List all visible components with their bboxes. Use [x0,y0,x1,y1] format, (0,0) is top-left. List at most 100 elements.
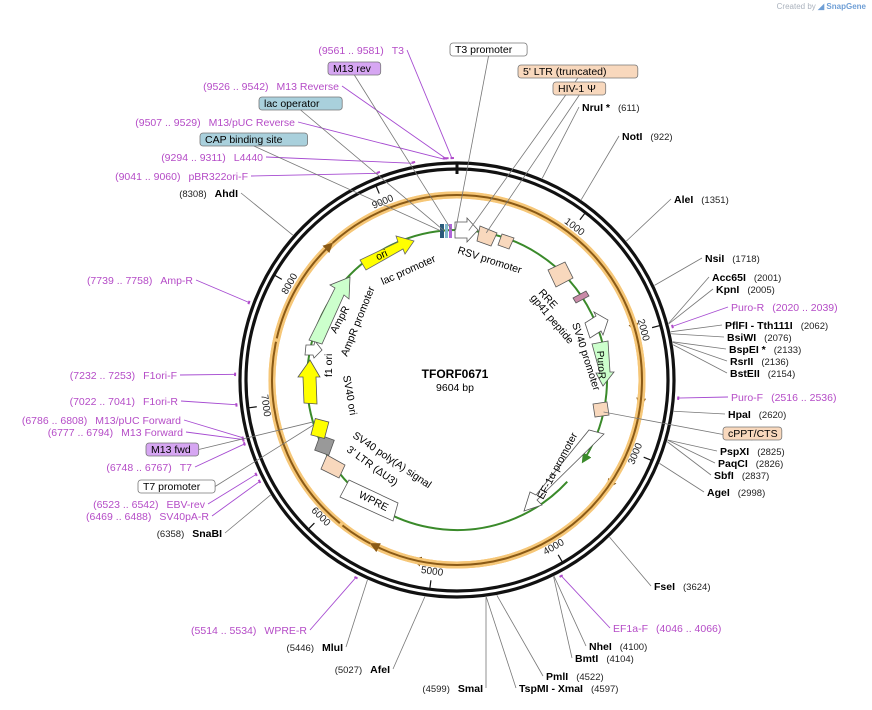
primer-label-m13-forward: (6777 .. 6794)M13 Forward [48,427,183,439]
primer-label-puro-r: Puro-R(2020 .. 2039) [731,302,838,314]
feature-box-label: CAP binding site [205,134,283,146]
feature-box-label: M13 fwd [151,444,191,456]
primer-name: Amp-R [160,275,193,287]
enzyme-leader [669,277,709,323]
primer-range: (9507 .. 9529) [135,117,200,129]
enzyme-position: (5446) [287,643,314,654]
enzyme-position: (2620) [759,410,786,421]
enzyme-name: NheI [589,641,612,653]
enzyme-name: AhdI [215,188,238,200]
enzyme-position: (2154) [768,369,795,380]
enzyme-leader [671,334,724,337]
enzyme-name: AgeI [707,487,730,499]
puror-label: PuroR [594,350,607,379]
enzyme-label-nrui: NruI *(611) [582,102,640,114]
primer-leader [677,397,728,398]
enzyme-leader [610,537,651,586]
primer-range: (5514 .. 5534) [191,625,256,637]
primer-range: (6469 .. 6488) [86,511,151,523]
primer-label-wpre-r: (5514 .. 5534) WPRE-R [191,625,307,637]
primer-name: M13/pUC Forward [95,415,181,427]
enzyme-label-bspei: BspEI *(2133) [729,344,801,356]
enzyme-position: (4597) [591,684,618,695]
enzyme-position: (2825) [757,447,784,458]
enzyme-name: BsiWI [727,332,756,344]
primer-label-t7: (6748 .. 6767)T7 [106,462,192,474]
primer-range: (6748 .. 6767) [106,462,171,474]
enzyme-name: MluI [322,642,343,654]
enzyme-position: (2001) [754,273,781,284]
primer-label-l4440: (9294 .. 9311)L4440 [161,152,263,164]
enzyme-position: (2136) [761,357,788,368]
enzyme-label-rsrii: RsrII(2136) [730,356,789,368]
enzyme-label-bmti: BmtI(4104) [575,653,634,665]
feature-box-label: M13 rev [333,63,372,75]
primer-range: (6523 .. 6542) [93,499,158,511]
enzyme-label-afei: (5027)AfeI [335,664,390,676]
tick-mark [308,523,314,529]
enzyme-position: (2826) [756,459,783,470]
primer-label-m13-puc-reverse: (9507 .. 9529) M13/pUC Reverse [135,117,295,129]
primer-mark [377,172,380,173]
feature-box-label: T3 promoter [455,44,513,56]
primer-name: M13 Reverse [277,81,340,93]
primer-name: Puro-R [731,302,765,314]
enzyme-name: PaqCI [718,458,748,470]
primer-leader [310,577,356,630]
enzyme-position: (3624) [683,582,710,593]
enzyme-leader [241,193,293,235]
t3-promoter-arrow [455,218,478,242]
enzyme-leader [225,495,271,533]
enzyme-name: BstEII [730,368,760,380]
enzyme-position: (2837) [742,471,769,482]
enzyme-label-sbfi: SbfI (2837) [714,470,769,482]
enzyme-leader [660,463,704,492]
primer-leader [180,374,236,375]
primer-name: SV40pA-R [159,511,209,523]
primer-leader [561,575,610,628]
primer-name: M13/pUC Reverse [209,117,296,129]
enzyme-leader [393,597,425,669]
enzyme-name: HpaI [728,409,751,421]
enzyme-name: BspEI * [729,344,767,356]
primer-label-f1ori-r: (7022 .. 7041)F1ori-R [70,396,179,408]
primer-leader [195,444,245,467]
enzyme-position: (6358) [157,529,184,540]
enzyme-position: (2062) [801,321,828,332]
primer-label-pbr322ori-f: (9041 .. 9060)pBR322ori-F [115,171,248,183]
primer-name: WPRE-R [264,625,307,637]
enzyme-position: (4599) [422,684,449,695]
enzyme-position: (2076) [764,333,791,344]
enzyme-leader [671,325,722,332]
enzyme-leader [554,577,572,658]
enzyme-label-nsii: NsiI(1718) [705,253,760,265]
enzyme-leader [674,411,725,414]
primer-range: (9294 .. 9311) [161,152,226,164]
primer-range: (9526 .. 9542) [203,81,268,93]
enzyme-label-acc65i: Acc65I(2001) [712,272,781,284]
enzyme-label-kpni: KpnI(2005) [716,284,775,296]
primer-label-amp-r: (7739 .. 7758)Amp-R [87,275,193,287]
enzyme-label-hpai: HpaI (2620) [728,409,786,421]
enzyme-leader [542,107,579,178]
enzyme-leader [346,580,367,647]
enzyme-label-snabi: (6358)SnaBI [157,528,222,540]
enzyme-name: SbfI [714,470,734,482]
enzyme-name: SmaI [458,683,483,695]
enzyme-label-pspxi: PspXI(2825) [720,446,785,458]
tick-mark [274,275,282,279]
enzyme-label-tspmi-xmai: TspMI - XmaI(4597) [519,683,618,695]
primer-range: (7232 .. 7253) [70,370,135,382]
primer-label-t3: (9561 .. 9581)T3 [318,45,404,57]
enzyme-leader [581,136,619,200]
primer-label-m13-puc-forward: (6786 .. 6808)M13/pUC Forward [22,415,181,427]
primer-leader [196,280,250,303]
enzyme-position: (922) [650,132,672,143]
primer-label-ebv-rev: (6523 .. 6542)EBV-rev [93,499,206,511]
enzyme-label-agei: AgeI(2998) [707,487,765,499]
enzyme-position: (4100) [620,642,647,653]
credit-brand: SnapGene [826,2,866,11]
primer-name: F1ori-F [143,370,177,382]
enzyme-name: NruI * [582,102,611,114]
